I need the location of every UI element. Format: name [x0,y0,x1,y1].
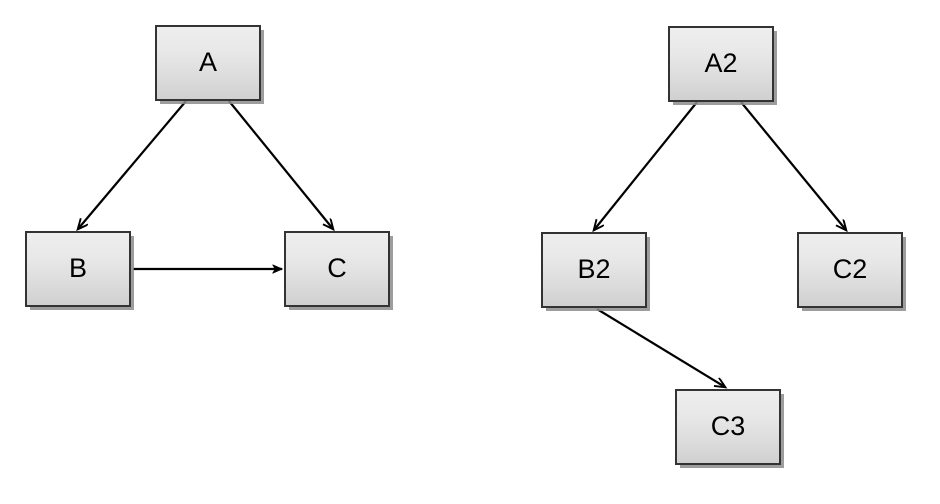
edge-a2-to-b2 [594,101,698,230]
edge-a-to-b [78,100,187,229]
node-label-c: C [327,252,347,283]
node-c3[interactable]: C3 [675,389,781,465]
node-a2[interactable]: A2 [668,26,774,102]
edge-a-to-c [228,100,333,229]
node-label-a: A [198,46,217,77]
node-label-a2: A2 [704,47,738,78]
node-c2[interactable]: C2 [797,232,903,308]
edge-b2-to-c3 [596,308,725,387]
node-b2[interactable]: B2 [541,232,647,308]
node-label-c2: C2 [832,253,868,284]
node-a[interactable]: A [155,25,261,101]
node-label-c3: C3 [710,410,746,441]
node-label-b2: B2 [577,253,611,284]
node-label-b: B [68,252,87,283]
node-c[interactable]: C [284,231,390,307]
node-b[interactable]: B [25,231,131,307]
edge-a2-to-c2 [740,101,846,230]
